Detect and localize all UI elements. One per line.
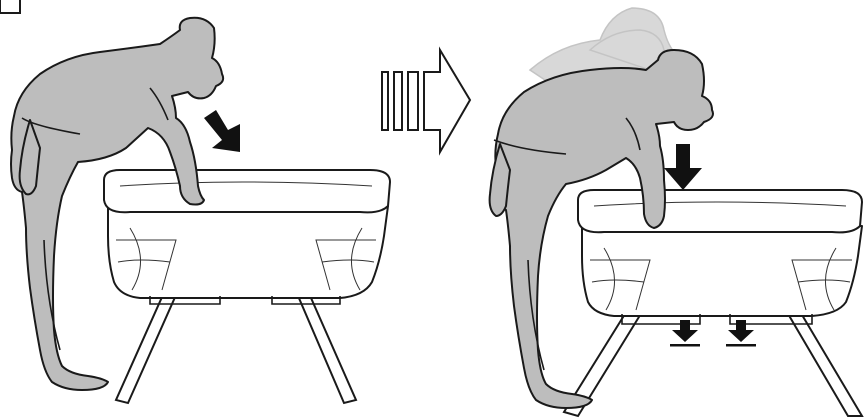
bassinet-left [104,170,390,304]
down-arrow-icon [664,144,702,190]
down-arrow-icon [204,110,240,152]
bassinet-right [578,190,862,324]
panel-after [490,8,862,416]
hollow-right-arrow-icon [382,50,470,152]
step-number-box [0,0,20,13]
panel-before [11,18,390,403]
